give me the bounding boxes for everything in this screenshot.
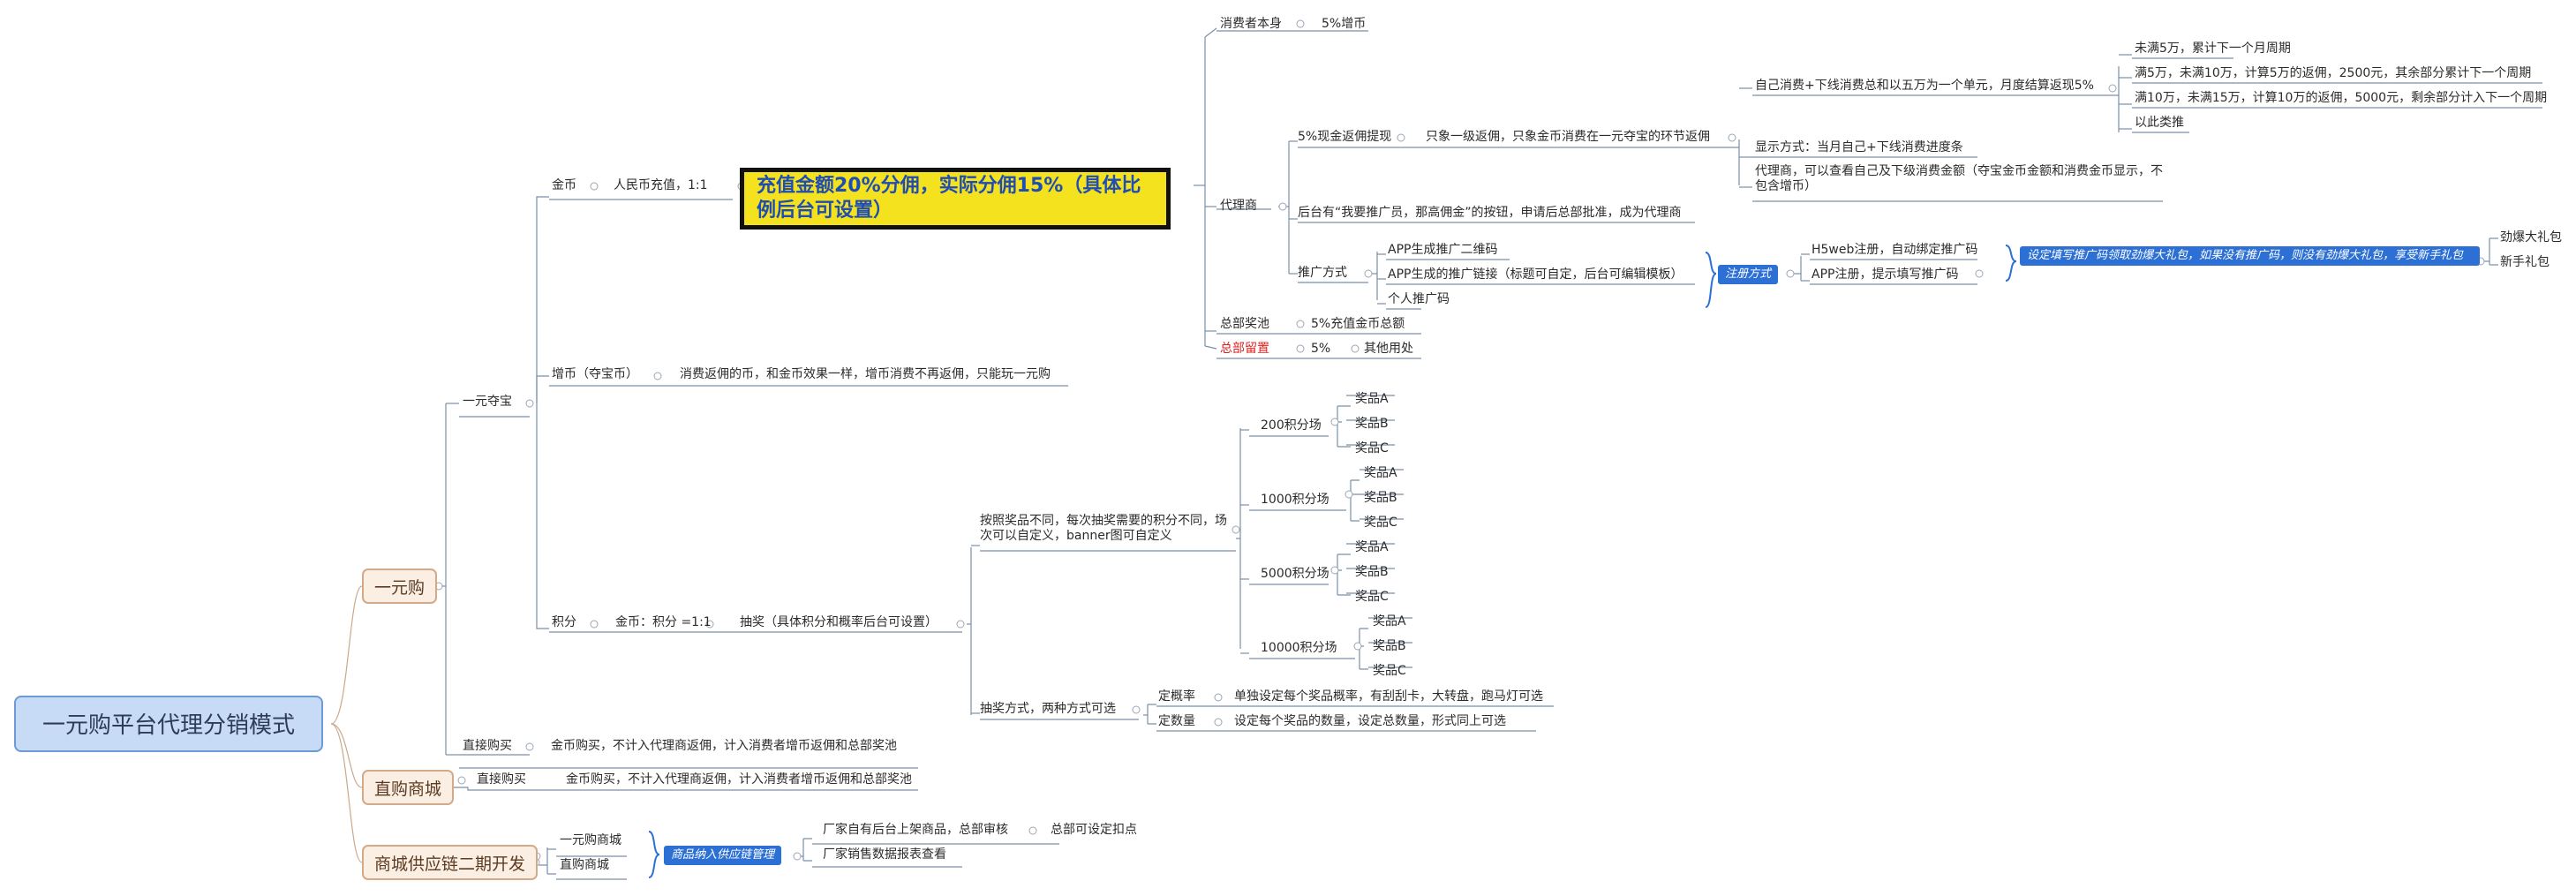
topic-promo-qr[interactable]: APP生成推广二维码 <box>1388 243 1498 257</box>
prize-c[interactable]: 奖品C <box>1355 441 1389 456</box>
topic-agent[interactable]: 代理商 <box>1220 199 1257 213</box>
topic-only-first-level[interactable]: 只象一级返佣，只象金币消费在一元夺宝的环节返佣 <box>1426 130 1710 144</box>
topic-display-mode[interactable]: 显示方式：当月自己+下线消费进度条 <box>1755 140 1963 154</box>
topic-fixed-quantity[interactable]: 定数量 <box>1158 714 1195 728</box>
topic-vendor-report[interactable]: 厂家销售数据报表查看 <box>823 847 946 862</box>
prize-a[interactable]: 奖品A <box>1355 392 1389 406</box>
topic-fixed-quantity-desc[interactable]: 设定每个奖品的数量，设定总数量，形式同上可选 <box>1234 714 1506 728</box>
topic-consumer-self[interactable]: 消费者本身 <box>1220 17 1282 31</box>
prize-b[interactable]: 奖品B <box>1373 639 1406 653</box>
prize-b[interactable]: 奖品B <box>1355 417 1389 431</box>
topic-by-prize[interactable]: 按照奖品不同，每次抽奖需要的积分不同，场次可以自定义，banner图可自定义 <box>980 514 1227 543</box>
topic-register-method[interactable]: 注册方式 <box>1718 265 1779 284</box>
topic-jifen-rate[interactable]: 金币：积分 =1:1 <box>615 615 712 629</box>
topic-tier-3[interactable]: 满10万，未满15万，计算10万的返佣，5000元，剩余部分计入下一个周期 <box>2135 91 2548 105</box>
topic-hq-deduct[interactable]: 总部可设定扣点 <box>1051 823 1137 837</box>
highlight-commission-box[interactable]: 充值金额20%分佣，实际分佣15%（具体比例后台可设置） <box>740 168 1171 230</box>
topic-hq-other-use[interactable]: 其他用处 <box>1364 342 1413 356</box>
prize-b[interactable]: 奖品B <box>1364 491 1397 505</box>
topic-register-app[interactable]: APP注册，提示填写推广码 <box>1811 267 1959 282</box>
topic-self-consume[interactable]: 自己消费+下线消费总和以五万为一个单元，月度结算返现5% <box>1755 79 2094 93</box>
topic-hq-pool-value[interactable]: 5%充值金币总额 <box>1311 317 1405 331</box>
prize-c[interactable]: 奖品C <box>1364 516 1397 530</box>
prize-c[interactable]: 奖品C <box>1355 590 1389 604</box>
topic-gift-bag-note[interactable]: 设定填写推广码领取劲爆大礼包，如果没有推广码，则没有劲爆大礼包，享受新手礼包 <box>2020 246 2480 266</box>
topic-direct-mall[interactable]: 直购商城 <box>560 858 609 872</box>
topic-direct-buy[interactable]: 直接购买 <box>463 739 512 753</box>
topic-vendor-listing[interactable]: 厂家自有后台上架商品，总部审核 <box>823 823 1008 837</box>
topic-hq-keep-value[interactable]: 5% <box>1311 342 1331 356</box>
topic-apply-agent[interactable]: 后台有“我要推广员，那高佣金”的按钮，申请后总部批准，成为代理商 <box>1298 206 1682 220</box>
topic-mall-direct-buy[interactable]: 直接购买 <box>477 772 526 787</box>
prize-b[interactable]: 奖品B <box>1355 565 1389 579</box>
topic-mall-direct-buy-desc[interactable]: 金币购买，不计入代理商返佣，计入消费者增币返佣和总部奖池 <box>566 772 912 787</box>
topic-lottery[interactable]: 抽奖（具体积分和概率后台可设置） <box>740 615 938 629</box>
topic-jifen[interactable]: 积分 <box>552 615 576 629</box>
topic-zhigou-mall[interactable]: 直购商城 <box>362 770 455 805</box>
topic-yiyuan-duobao[interactable]: 一元夺宝 <box>463 395 512 409</box>
topic-tier-2[interactable]: 满5万，未满10万，计算5万的返佣，2500元，其余部分累计下一个周期 <box>2135 66 2532 80</box>
topic-yiyuangou[interactable]: 一元购 <box>362 568 438 604</box>
topic-promo-link[interactable]: APP生成的推广链接（标题可自定，后台可编辑模板） <box>1388 267 1683 282</box>
topic-venue-5000[interactable]: 5000积分场 <box>1261 567 1329 581</box>
topic-promo-code[interactable]: 个人推广码 <box>1388 292 1450 306</box>
topic-venue-1000[interactable]: 1000积分场 <box>1261 493 1329 507</box>
topic-yiyuan-mall[interactable]: 一元购商城 <box>560 833 621 847</box>
topic-newbie-gift[interactable]: 新手礼包 <box>2500 255 2550 269</box>
topic-fixed-probability-desc[interactable]: 单独设定每个奖品概率，有刮刮卡，大转盘，跑马灯可选 <box>1234 689 1543 704</box>
prize-c[interactable]: 奖品C <box>1373 664 1406 678</box>
topic-tier-1[interactable]: 未满5万，累计下一个月周期 <box>2135 41 2291 56</box>
topic-consumer-zengbi[interactable]: 5%增币 <box>1322 17 1367 31</box>
prize-a[interactable]: 奖品A <box>1364 466 1397 480</box>
topic-promo-method[interactable]: 推广方式 <box>1298 266 1347 280</box>
root-topic[interactable]: 一元购平台代理分销模式 <box>14 696 324 752</box>
prize-a[interactable]: 奖品A <box>1355 540 1389 554</box>
topic-lottery-methods[interactable]: 抽奖方式，两种方式可选 <box>980 702 1116 716</box>
topic-tier-4[interactable]: 以此类推 <box>2135 116 2184 130</box>
topic-big-gift[interactable]: 劲爆大礼包 <box>2500 230 2562 245</box>
topic-jinbi[interactable]: 金币 <box>552 178 576 192</box>
topic-hq-pool[interactable]: 总部奖池 <box>1220 317 1269 331</box>
topic-venue-10000[interactable]: 10000积分场 <box>1261 641 1337 655</box>
topic-supply-chain[interactable]: 商城供应链二期开发 <box>362 845 539 880</box>
topic-zengbi[interactable]: 增币（夺宝币） <box>552 367 638 381</box>
topic-zengbi-desc[interactable]: 消费返佣的币，和金币效果一样，增币消费不再返佣，只能玩一元购 <box>680 367 1051 381</box>
topic-supply-mgmt[interactable]: 商品纳入供应链管理 <box>664 846 782 865</box>
topic-agent-view[interactable]: 代理商，可以查看自己及下级消费金额（夺宝金币金额和消费金币显示，不包含增币） <box>1755 164 2163 193</box>
topic-register-h5[interactable]: H5web注册，自动绑定推广码 <box>1811 243 1978 257</box>
topic-direct-buy-desc[interactable]: 金币购买，不计入代理商返佣，计入消费者增币返佣和总部奖池 <box>551 739 897 753</box>
topic-cash-rebate[interactable]: 5%现金返佣提现 <box>1298 130 1392 144</box>
topic-fixed-probability[interactable]: 定概率 <box>1158 689 1195 704</box>
topic-hq-keep[interactable]: 总部留置 <box>1220 342 1269 356</box>
topic-rmb-recharge[interactable]: 人民币充值，1:1 <box>614 178 708 192</box>
topic-venue-200[interactable]: 200积分场 <box>1261 418 1322 433</box>
prize-a[interactable]: 奖品A <box>1373 614 1406 629</box>
